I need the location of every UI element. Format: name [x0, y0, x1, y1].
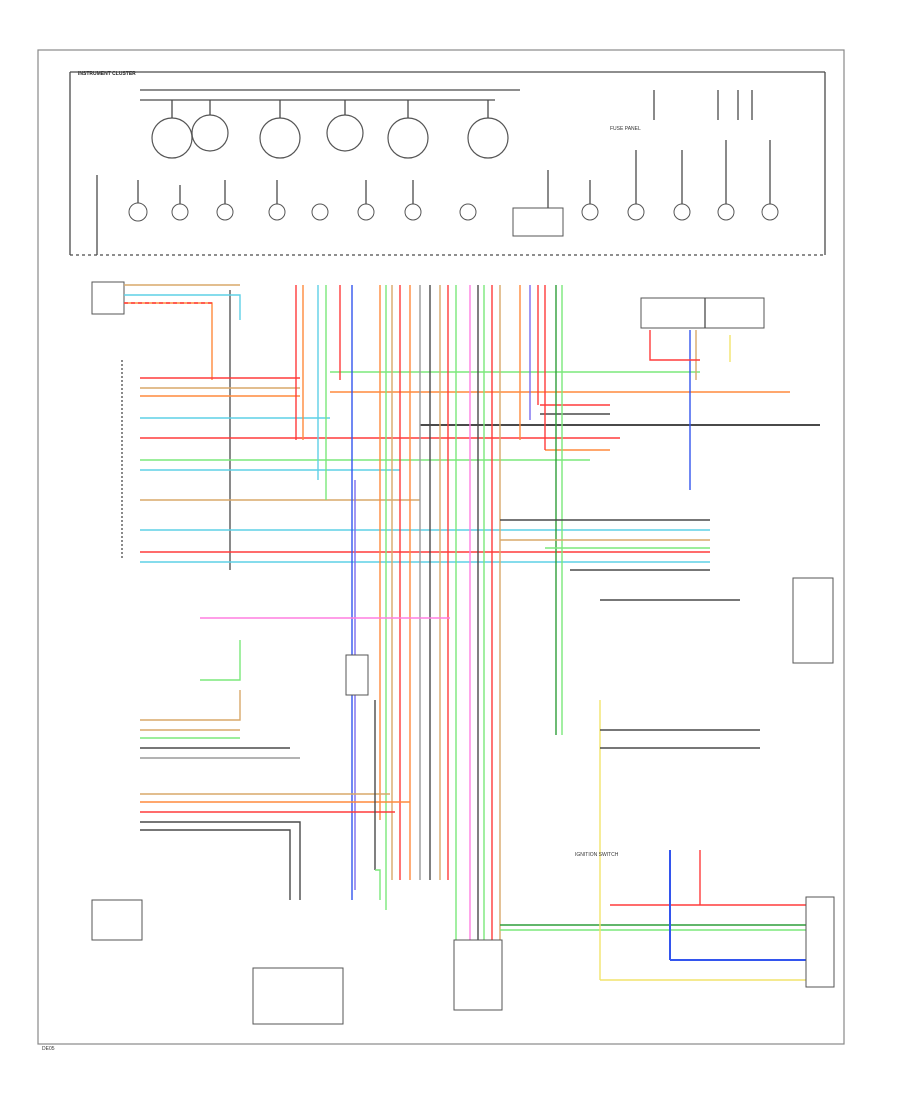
fuel-gauge: [467, 117, 509, 159]
cluster-module-box: [512, 207, 564, 237]
tach-gauge: [259, 117, 301, 159]
wiring-runs: [124, 284, 820, 981]
oil-pressure-gauge: [326, 114, 364, 152]
volt-gauge: [151, 117, 193, 159]
left-harness: [121, 290, 231, 570]
speed-sensor-box: [91, 281, 125, 315]
fuel-pump-box: [805, 896, 835, 988]
diagram-frame: [37, 49, 845, 1045]
odometer-gauge: [191, 114, 229, 152]
interlock-switch: [345, 654, 369, 696]
ignition-switch-box: [252, 967, 344, 1025]
instrument-cluster: INSTRUMENT CLUSTER: [69, 71, 826, 256]
fuse-panel-label: FUSE PANEL: [610, 126, 641, 132]
transmission-box: [453, 939, 503, 1011]
right-sensor-box: [792, 577, 834, 664]
coolant-temp-gauge: [387, 117, 429, 159]
indicator-lamps: [128, 202, 779, 222]
relay-box: [640, 297, 765, 329]
cluster-label: INSTRUMENT CLUSTER: [78, 71, 136, 77]
page-reference: DE05: [42, 1046, 55, 1052]
relay-modules: [91, 297, 835, 1025]
ignition-switch-label: IGNITION SWITCH: [575, 852, 619, 858]
pressure-switch-box: [91, 899, 143, 941]
